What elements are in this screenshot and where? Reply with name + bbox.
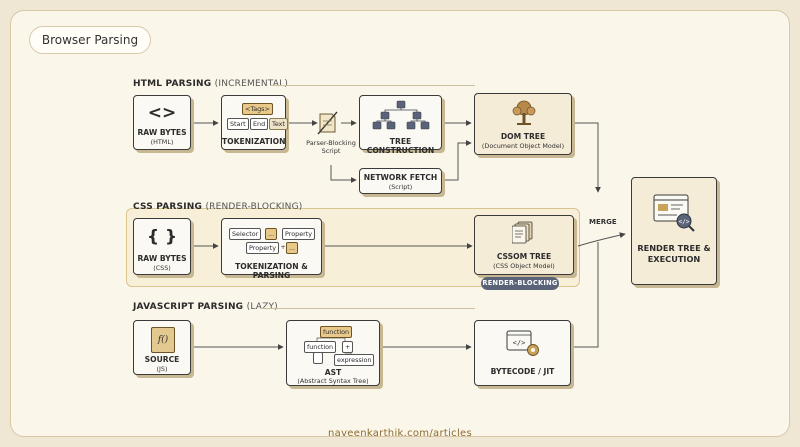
js-source-label: SOURCE <box>144 355 180 364</box>
chip-end: End <box>250 118 269 130</box>
merge-from-bytecode <box>572 242 599 348</box>
section-rule-js <box>260 308 475 309</box>
footer-link[interactable]: naveenkarthik.com/articles <box>328 428 472 439</box>
render-tree-node: </> RENDER TREE & EXECUTION <box>631 177 717 285</box>
section-title-html-sub: (INCREMENTAL) <box>214 79 289 89</box>
tree-icon <box>372 100 430 130</box>
bytecode-jit-label: BYTECODE / JIT <box>490 367 555 376</box>
css-tokenization-label: TOKENIZATION & PARSING <box>235 262 308 280</box>
ast-chip-function-root: function <box>320 326 353 338</box>
js-source-node: f() SOURCE (JS) <box>133 320 191 375</box>
section-title-css-sub: (RENDER-BLOCKING) <box>205 202 303 212</box>
chip-plus: + <box>280 243 286 251</box>
dom-tree-icon <box>512 100 536 125</box>
braces-icon: { } <box>146 227 178 247</box>
network-fetch-node: NETWORK FETCH (Script) <box>359 168 442 194</box>
section-title-css-main: CSS PARSING <box>133 202 203 212</box>
bytecode-jit-node: </> BYTECODE / JIT <box>474 320 571 386</box>
cssom-tree-node: CSSOM TREE (CSS Object Model) <box>474 215 574 275</box>
chip-ellipsis-2: ... <box>286 242 299 254</box>
css-raw-bytes-sub: (CSS) <box>153 264 171 272</box>
tree-construction-label: TREE CONSTRUCTION <box>366 137 435 155</box>
section-title-js: JAVASCRIPT PARSING (LAZY) <box>133 302 278 312</box>
ast-sub: (Abstract Syntax Tree) <box>297 377 369 385</box>
network-fetch-label: NETWORK FETCH <box>363 173 438 182</box>
function-file-icon: f() <box>151 327 175 353</box>
chip-selector: Selector <box>229 228 262 240</box>
js-source-sub: (JS) <box>156 365 168 373</box>
html-tokenization-label: TOKENIZATION <box>222 137 286 146</box>
arrow-script-fetch <box>330 165 357 183</box>
chip-text: Text <box>269 118 288 130</box>
dom-tree-label: DOM TREE <box>500 132 546 141</box>
dom-tree-node: DOM TREE (Document Object Model) <box>474 93 572 155</box>
cssom-tree-sub: (CSS Object Model) <box>493 262 555 270</box>
html-raw-bytes-node: <> RAW BYTES (HTML) <box>133 95 191 150</box>
page-title: Browser Parsing <box>29 26 151 54</box>
code-window-gear-icon: </> <box>506 330 539 356</box>
render-blocking-badge: RENDER-BLOCKING <box>481 277 559 290</box>
html-raw-bytes-label: RAW BYTES <box>137 128 187 137</box>
parser-blocking-line1: Parser-Blocking <box>306 139 356 147</box>
css-raw-bytes-label: RAW BYTES <box>137 254 187 263</box>
render-window-magnifier-icon: </> <box>653 194 695 232</box>
html-tokenization-node: <Tags> Start End Text TOKENIZATION <box>221 95 288 150</box>
chip-start: Start <box>227 118 249 130</box>
ast-chip-plus: + <box>342 341 354 353</box>
cssom-tree-label: CSSOM TREE <box>496 252 552 261</box>
ast-chip-expression: expression <box>334 354 375 366</box>
section-title-js-sub: (LAZY) <box>246 302 278 312</box>
merge-from-dom <box>573 122 601 193</box>
section-title-css: CSS PARSING (RENDER-BLOCKING) <box>133 202 302 212</box>
css-raw-bytes-node: { } RAW BYTES (CSS) <box>133 218 191 275</box>
css-tokenization-node: Selector ... Property Property + ... TOK… <box>221 218 322 280</box>
section-title-html: HTML PARSING (INCREMENTAL) <box>133 79 288 89</box>
arrow-fetch-dom <box>443 140 472 181</box>
render-tree-line1: RENDER TREE & <box>637 243 711 253</box>
merge-from-cssom <box>577 232 626 247</box>
ast-label: AST <box>324 368 342 377</box>
chip-property-2: Property <box>246 242 280 254</box>
svg-text:</>: </> <box>513 339 526 347</box>
chip-property-1: Property <box>282 228 316 240</box>
section-title-js-main: JAVASCRIPT PARSING <box>133 302 244 312</box>
tree-construction-node: TREE CONSTRUCTION <box>359 95 442 155</box>
parser-blocking-line2: Script <box>321 147 341 155</box>
stacked-pages-icon <box>512 221 533 244</box>
svg-text:</>: </> <box>679 219 690 226</box>
merge-label: MERGE <box>589 218 617 226</box>
angle-brackets-icon: <> <box>147 103 177 123</box>
chip-tags: <Tags> <box>242 103 273 115</box>
html-raw-bytes-sub: (HTML) <box>150 138 174 146</box>
parser-blocking-label: Parser-Blocking Script <box>300 139 362 155</box>
ast-chip-leaf <box>313 352 323 364</box>
ast-node: function function + expression AST (Abst… <box>286 320 380 386</box>
dom-tree-sub: (Document Object Model) <box>481 142 565 150</box>
parser-blocking-script-icon <box>317 111 338 135</box>
render-tree-line2: EXECUTION <box>647 254 701 264</box>
chip-ellipsis-1: ... <box>265 228 278 240</box>
section-rule-html <box>270 85 475 86</box>
network-fetch-sub: (Script) <box>388 183 413 191</box>
section-title-html-main: HTML PARSING <box>133 79 212 89</box>
